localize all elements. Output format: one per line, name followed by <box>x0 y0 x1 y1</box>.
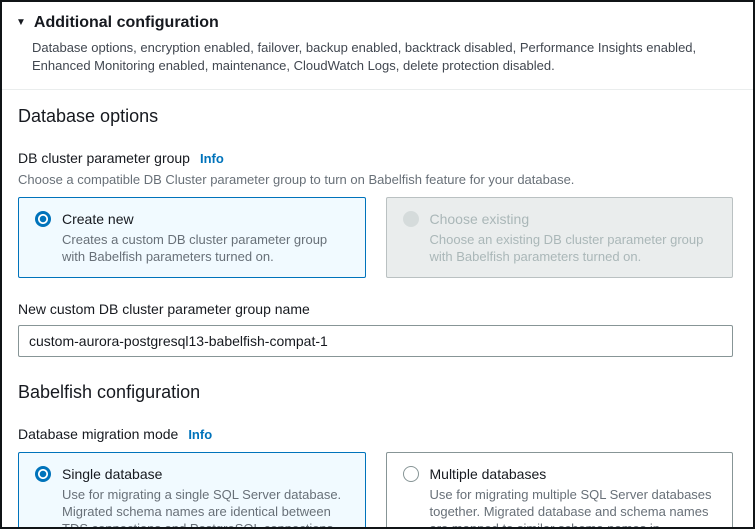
tile-text: Single database Use for migrating a sing… <box>62 465 349 529</box>
form-content: Database options DB cluster parameter gr… <box>2 105 753 529</box>
param-group-label-row: DB cluster parameter group Info <box>18 149 733 167</box>
expander-summary: Database options, encryption enabled, fa… <box>32 40 697 73</box>
expander-toggle[interactable]: ▼ Additional configuration <box>16 14 733 32</box>
tile-description: Choose an existing DB cluster parameter … <box>429 232 704 264</box>
migration-mode-label: Database migration mode <box>18 426 179 442</box>
param-group-info-link[interactable]: Info <box>199 151 224 166</box>
tile-title: Choose existing <box>429 211 530 227</box>
tile-description: Creates a custom DB cluster parameter gr… <box>62 232 328 264</box>
tile-title: Single database <box>62 466 163 482</box>
caret-down-icon: ▼ <box>16 17 26 28</box>
tile-title: Create new <box>62 211 134 227</box>
migration-mode-label-row: Database migration mode Info <box>18 425 733 443</box>
tile-single-database[interactable]: Single database Use for migrating a sing… <box>18 452 366 529</box>
radio-unselected-icon[interactable] <box>402 466 419 482</box>
radio-selected-icon[interactable] <box>35 211 51 227</box>
tile-description: Use for migrating a single SQL Server da… <box>62 487 342 529</box>
group-name-label: New custom DB cluster parameter group na… <box>18 301 310 317</box>
tile-choose-existing: Choose existing Choose an existing DB cl… <box>385 197 733 278</box>
expander-header: ▼ Additional configuration Database opti… <box>2 2 753 89</box>
group-name-label-row: New custom DB cluster parameter group na… <box>18 300 733 318</box>
radio-selected-icon[interactable] <box>35 466 51 482</box>
tile-create-new[interactable]: Create new Creates a custom DB cluster p… <box>18 197 366 278</box>
radio-disabled-icon <box>402 211 419 227</box>
migration-mode-info-link[interactable]: Info <box>188 427 213 442</box>
header-divider <box>2 89 753 90</box>
tile-title: Multiple databases <box>429 466 547 482</box>
param-group-options: Create new Creates a custom DB cluster p… <box>18 197 733 278</box>
param-group-label: DB cluster parameter group <box>18 150 190 166</box>
tile-text: Multiple databases Use for migrating mul… <box>429 465 717 529</box>
tile-multiple-databases[interactable]: Multiple databases Use for migrating mul… <box>385 452 733 529</box>
section-title-babelfish-configuration: Babelfish configuration <box>18 382 201 402</box>
tile-text: Choose existing Choose an existing DB cl… <box>430 210 717 265</box>
migration-mode-options: Single database Use for migrating a sing… <box>18 452 733 529</box>
section-title-database-options: Database options <box>18 106 159 126</box>
expander-title: Additional configuration <box>33 14 219 31</box>
param-group-help: Choose a compatible DB Cluster parameter… <box>18 172 575 187</box>
tile-text: Create new Creates a custom DB cluster p… <box>62 210 349 265</box>
tile-description: Use for migrating multiple SQL Server da… <box>429 487 712 529</box>
group-name-input[interactable] <box>18 325 733 357</box>
